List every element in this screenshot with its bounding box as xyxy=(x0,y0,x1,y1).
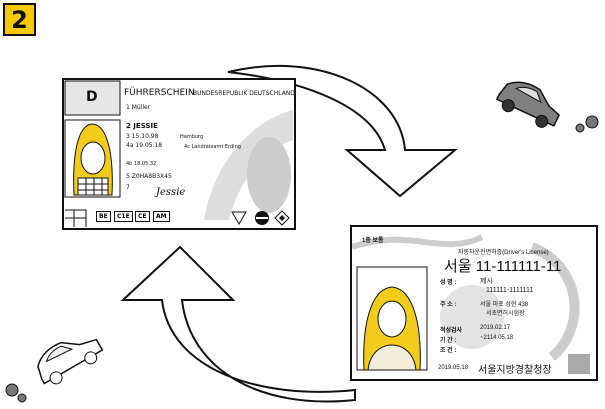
license-title: FÜHRERSCHEIN xyxy=(124,88,195,98)
conditions-label: 조 건 : xyxy=(440,348,457,354)
arrow-down-right-icon xyxy=(227,64,458,198)
address-line2: 서초면허시험장 xyxy=(486,311,525,317)
field-birthdate: 3 15.10.98 xyxy=(126,133,159,140)
license-number: 서울 11-111111-11 xyxy=(444,258,562,275)
category-be: BE xyxy=(96,211,111,222)
field-surname: 1 Müller xyxy=(126,104,151,111)
license-type: 1종 보통 xyxy=(362,238,384,244)
car-icon xyxy=(495,81,560,128)
category-c1e: C1E xyxy=(114,211,133,222)
period-value: ~2114.05.18 xyxy=(480,335,514,341)
field-expiry-date: 4b 18.05.32 xyxy=(126,161,157,167)
field-license-number: 5 Z0HA8B3X45 xyxy=(126,173,172,180)
test-label: 적성검사 xyxy=(440,328,463,334)
category-am: AM xyxy=(153,211,170,222)
step-number-badge: 2 xyxy=(3,3,36,36)
card-background-pattern xyxy=(352,234,590,374)
license-country: BUNDESREPUBLIK DEUTSCHLAND xyxy=(193,90,295,97)
field-authority: 4c Landratsamt Erding xyxy=(184,144,241,150)
field-birthplace: Hamburg xyxy=(180,134,204,140)
country-code: D xyxy=(86,89,98,105)
field-7: 7 xyxy=(126,184,130,191)
signature: Jessie xyxy=(156,187,186,198)
car-icon xyxy=(37,338,104,385)
id-number: 111111-1111111 xyxy=(486,287,534,294)
field-issue-date: 4a 19.05.18 xyxy=(126,142,163,149)
arrow-up-left-icon xyxy=(120,245,356,403)
issuer: 서울지방경찰청장 xyxy=(478,365,552,376)
korean-driving-license: 1종 보통 자동차운전면허증(Driver's License) 서울 11-1… xyxy=(350,225,598,381)
address-label: 주 소 : xyxy=(440,302,457,308)
issue-date: 2019.05.18 xyxy=(438,365,469,371)
license-title: 자동차운전면허증(Driver's License) xyxy=(458,250,549,256)
field-first-name: 2 JESSIE xyxy=(126,122,158,130)
test-date: 2019.02.17 xyxy=(480,325,511,331)
name-label: 성 명 : xyxy=(440,280,457,286)
category-ce: CE xyxy=(135,211,150,222)
period-label: 기 간 : xyxy=(440,338,457,344)
german-driving-license: D FÜHRERSCHEIN BUNDESREPUBLIK DEUTSCHLAN… xyxy=(62,78,296,230)
address-line1: 서울 마포 성현 438 xyxy=(480,302,529,308)
card-background-pattern xyxy=(64,80,293,227)
name-value: 제시 xyxy=(480,278,493,285)
